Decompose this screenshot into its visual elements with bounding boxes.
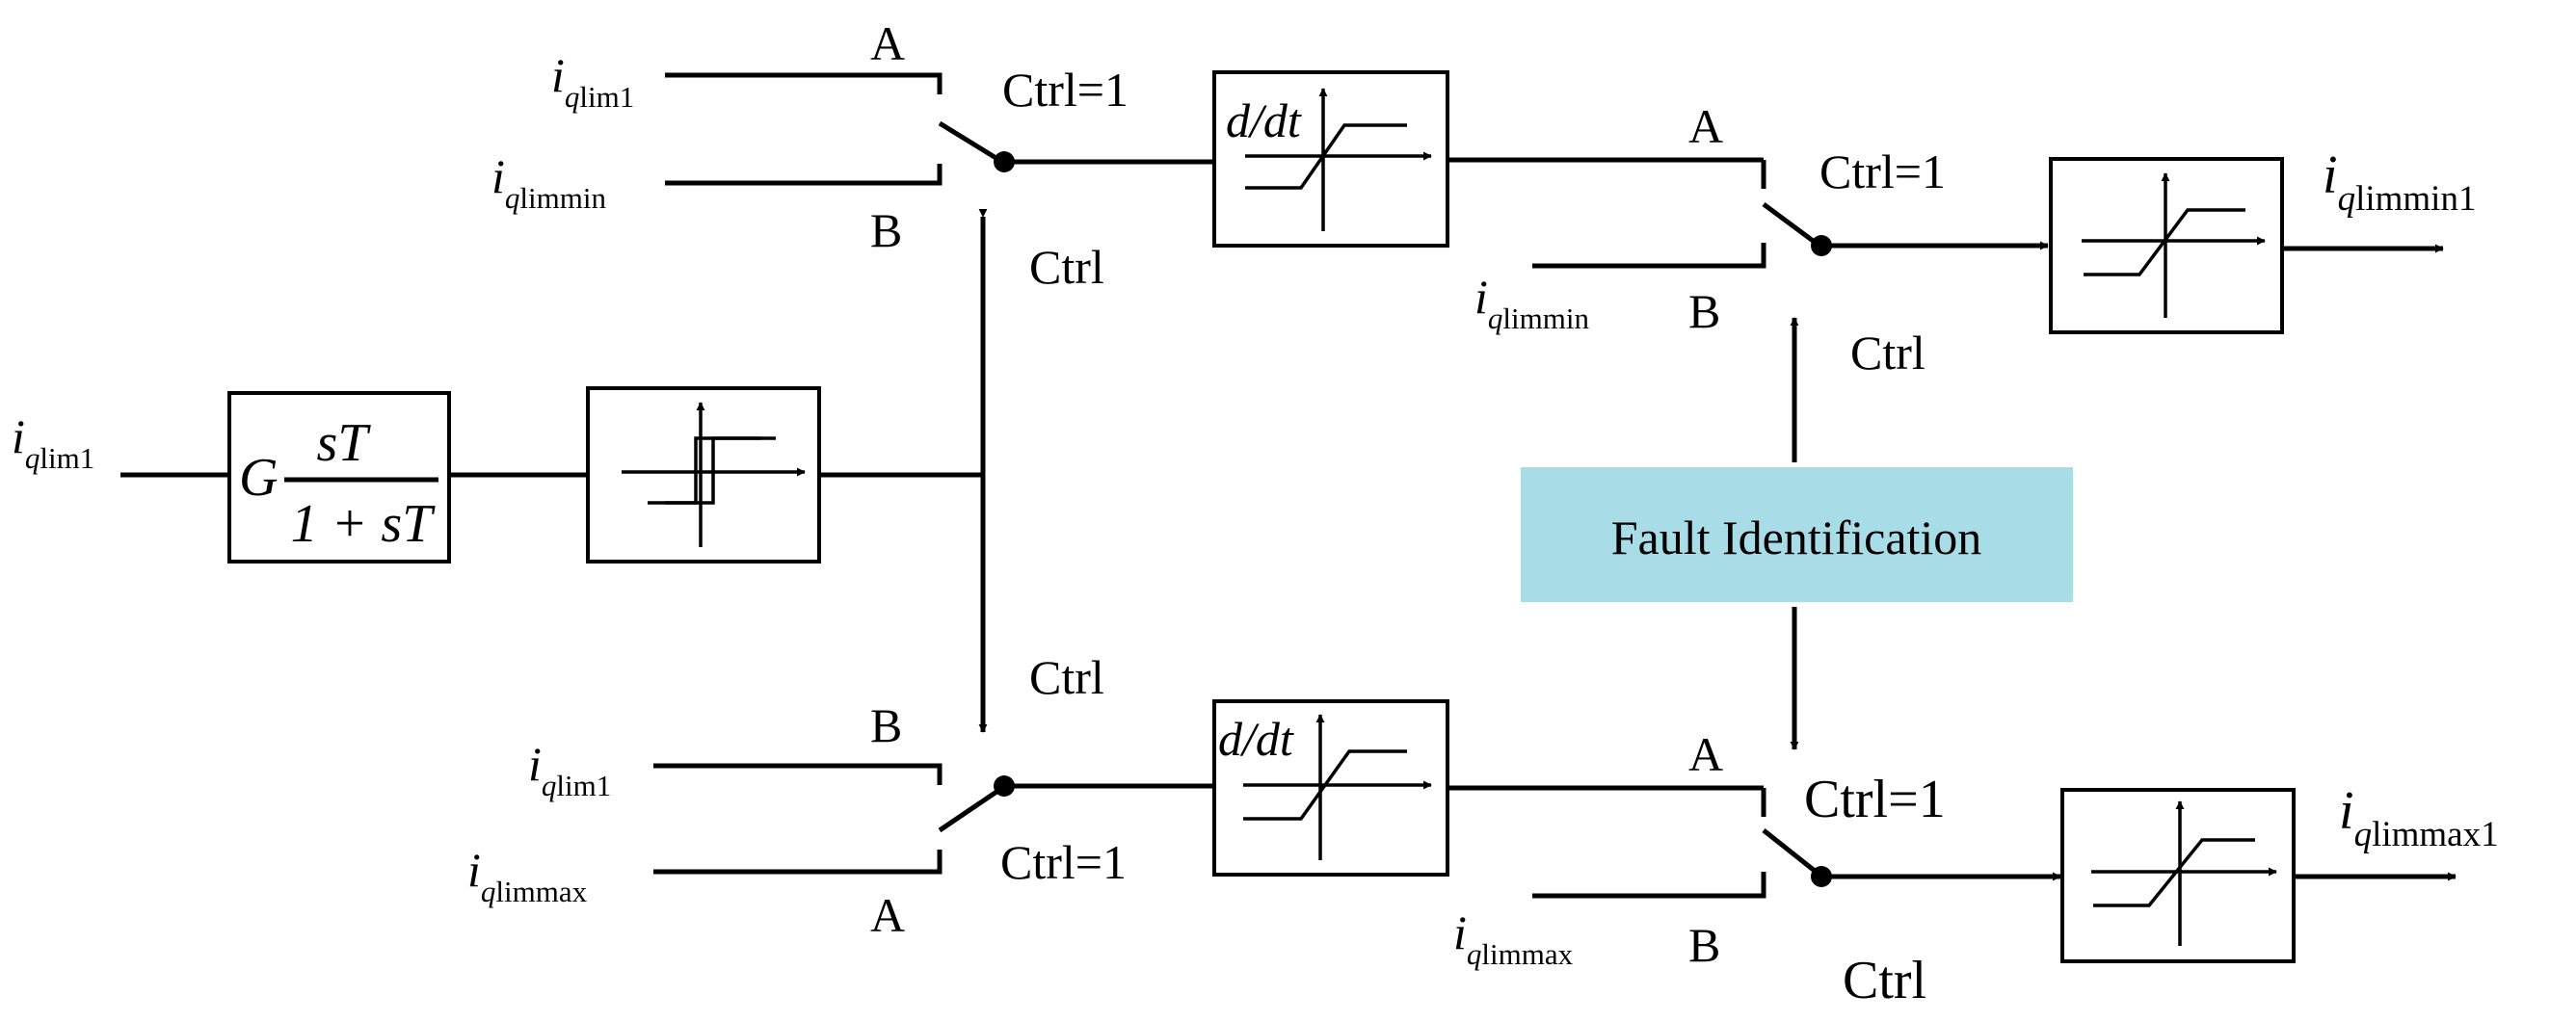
lower-right-switch-condition: Ctrl=1	[1804, 770, 1946, 829]
lower-right-switch-label-a: A	[1688, 727, 1723, 781]
lower-derivative-label: d/dt	[1218, 712, 1294, 766]
upper-switch-label-b: B	[870, 203, 902, 257]
ctrl-label-lower-right: Ctrl	[1843, 951, 1926, 1010]
upper-switch-input-b-wire	[665, 164, 943, 186]
lower-derivative-saturation-icon	[1243, 714, 1432, 860]
upper-right-switch-input-b-label: iqlimmin	[1474, 270, 1589, 335]
upper-derivative-saturation-icon	[1245, 88, 1432, 231]
lower-switch-label-b: B	[870, 698, 902, 752]
upper-output-label: iqlimmin1	[2323, 145, 2476, 219]
upper-switch-label-a: A	[870, 16, 905, 70]
lower-right-switch-input-b-wire	[1532, 872, 1766, 899]
lower-output-saturation-icon	[2091, 800, 2277, 946]
upper-switch-input-a-label: iqlim1	[551, 48, 634, 114]
main-input-label: iqlim1	[12, 409, 94, 475]
upper-right-switch-blade	[1762, 201, 1821, 249]
fault-identification-label: Fault Identification	[1611, 511, 1982, 564]
upper-derivative-block	[1212, 70, 1449, 248]
lower-switch-blade	[938, 785, 1004, 833]
lower-switch-label-a: A	[870, 888, 905, 942]
upper-switch-input-b-label: iqlimmin	[491, 149, 606, 215]
lower-switch-condition: Ctrl=1	[1000, 835, 1127, 889]
upper-switch-input-a-wire	[665, 72, 943, 94]
lower-right-switch-input-b-label: iqlimmax	[1453, 905, 1574, 971]
lower-switch-input-b-wire	[653, 763, 943, 785]
upper-right-switch-condition: Ctrl=1	[1819, 144, 1946, 198]
lower-switch-input-a-label: iqlimmax	[467, 843, 588, 908]
lower-output-saturation-block	[2060, 788, 2296, 963]
lower-switch-input-b-label: iqlim1	[528, 737, 611, 802]
upper-right-switch-label-b: B	[1688, 284, 1720, 338]
ctrl-label-upper-right: Ctrl	[1850, 326, 1925, 380]
upper-derivative-label: d/dt	[1226, 93, 1302, 147]
hysteresis-block	[586, 386, 821, 563]
lower-switch-input-a-wire	[653, 850, 943, 875]
lower-right-switch-label-b: B	[1688, 918, 1720, 972]
lower-output-label: iqlimmax1	[2339, 781, 2499, 854]
upper-switch-condition: Ctrl=1	[1002, 63, 1129, 117]
upper-switch-blade	[938, 120, 1004, 165]
ctrl-label-upper-left: Ctrl	[1029, 240, 1104, 294]
upper-right-switch-label-a: A	[1688, 99, 1723, 153]
upper-output-saturation-icon	[2082, 172, 2266, 318]
fault-identification-box	[1521, 467, 2073, 602]
tf-gain: G	[239, 448, 278, 508]
tf-numerator: sT	[317, 413, 372, 473]
upper-right-switch-input-b-wire	[1532, 243, 1766, 269]
lower-right-switch-blade	[1762, 828, 1821, 877]
tf-denominator: 1 + sT	[291, 494, 437, 554]
ctrl-label-lower-left: Ctrl	[1029, 650, 1104, 704]
hysteresis-icon	[622, 402, 806, 547]
